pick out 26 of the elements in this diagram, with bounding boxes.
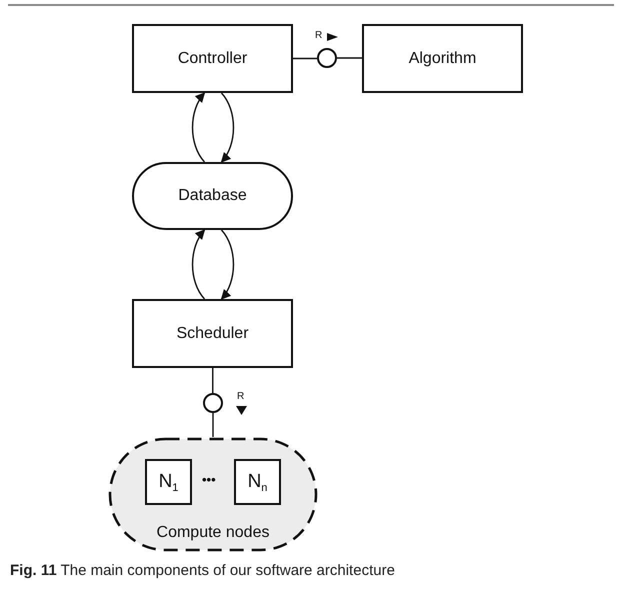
- connector-line: [212, 368, 214, 393]
- node-label: Database: [178, 187, 247, 205]
- interface-circle: [203, 393, 223, 413]
- connector-line: [293, 58, 317, 60]
- interface-label: R: [315, 30, 322, 41]
- interface-label: R: [237, 391, 244, 402]
- arrow: [220, 230, 234, 300]
- ellipsis-mark: •••: [202, 472, 216, 487]
- group-label: Compute nodes: [156, 524, 270, 542]
- node-label: Algorithm: [408, 50, 476, 68]
- node-label: Scheduler: [176, 324, 249, 342]
- connector-line: [212, 413, 214, 437]
- node-label: N$_{1}$: [158, 470, 178, 494]
- node-label: N$_{n}$: [248, 470, 268, 494]
- process-box: [132, 299, 293, 368]
- arrow: [192, 92, 206, 162]
- connector-line: [337, 57, 362, 59]
- process-box: [362, 24, 523, 93]
- arrow: [192, 229, 206, 300]
- process-box: [234, 459, 281, 505]
- process-box: [132, 24, 293, 93]
- figure-caption: Fig. 11 The main components of our software architecture: [10, 562, 395, 579]
- node-label: Controller: [178, 50, 248, 68]
- arrow: [220, 92, 234, 163]
- process-box: [145, 459, 192, 505]
- interface-circle: [317, 48, 337, 68]
